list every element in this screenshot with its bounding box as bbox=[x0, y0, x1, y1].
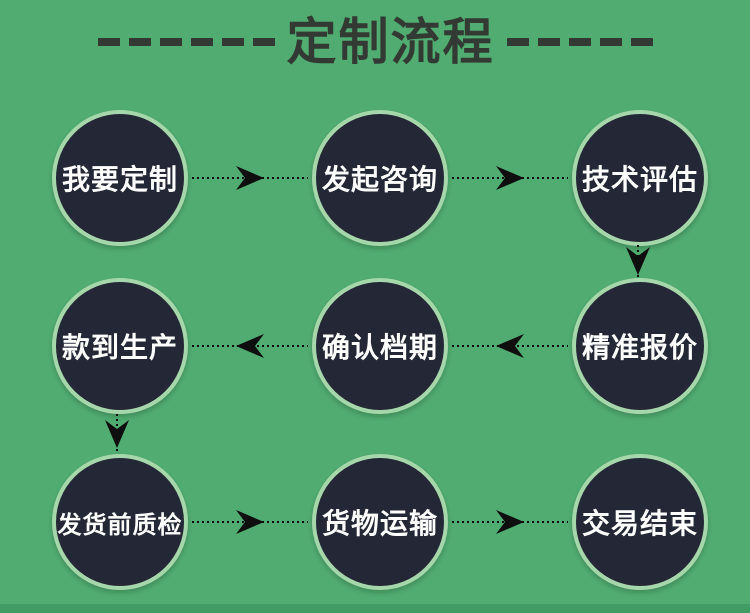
arrow-left-icon bbox=[496, 334, 524, 358]
arrow-step6-step7 bbox=[102, 414, 132, 454]
flow-step-2-label: 发起咨询 bbox=[321, 164, 438, 195]
bottom-edge-strip bbox=[0, 604, 750, 613]
flow-step-6: 款到生产 bbox=[52, 278, 188, 414]
flow-step-8-label: 货物运输 bbox=[321, 508, 438, 539]
arrow-right-icon bbox=[236, 510, 264, 534]
arrow-step8-step9 bbox=[450, 507, 570, 537]
flow-step-5-label: 确认档期 bbox=[321, 332, 438, 363]
title-dash bbox=[97, 38, 120, 46]
flow-step-4-label: 精准报价 bbox=[581, 332, 698, 363]
flow-step-2: 发起咨询 bbox=[312, 110, 448, 246]
arrow-down-icon bbox=[105, 420, 129, 448]
arrow-right-icon bbox=[496, 510, 524, 534]
flow-step-9: 交易结束 bbox=[572, 454, 708, 590]
arrow-right-icon bbox=[236, 166, 264, 190]
flow-step-7-label: 发货前质检 bbox=[57, 511, 183, 539]
title-dashes-left bbox=[97, 38, 275, 46]
arrow-step1-step2 bbox=[190, 163, 310, 193]
title-dash bbox=[506, 38, 529, 46]
flow-step-1: 我要定制 bbox=[52, 110, 188, 246]
flow-step-9-label: 交易结束 bbox=[581, 508, 698, 539]
title-dash bbox=[128, 38, 151, 46]
arrow-step2-step3 bbox=[450, 163, 570, 193]
title-dash bbox=[252, 38, 275, 46]
flow-step-6-label: 款到生产 bbox=[61, 332, 178, 363]
title-dash bbox=[599, 38, 622, 46]
arrow-left-icon bbox=[236, 334, 264, 358]
flow-step-3: 技术评估 bbox=[572, 110, 708, 246]
arrow-down-icon bbox=[626, 247, 650, 275]
title-dash bbox=[630, 38, 653, 46]
title-dash bbox=[568, 38, 591, 46]
title-dash bbox=[537, 38, 560, 46]
title-dash bbox=[221, 38, 244, 46]
flow-step-3-label: 技术评估 bbox=[581, 164, 698, 195]
arrow-step7-step8 bbox=[190, 507, 310, 537]
title-dash bbox=[190, 38, 213, 46]
arrow-step4-step5 bbox=[450, 331, 570, 361]
title-text: 定制流程 bbox=[286, 14, 495, 70]
flow-step-4: 精准报价 bbox=[572, 278, 708, 414]
arrow-step5-step6 bbox=[190, 331, 310, 361]
flow-step-5: 确认档期 bbox=[312, 278, 448, 414]
title-dash bbox=[159, 38, 182, 46]
flow-step-8: 货物运输 bbox=[312, 454, 448, 590]
flow-step-1-label: 我要定制 bbox=[61, 164, 178, 195]
flow-step-7: 发货前质检 bbox=[52, 454, 188, 590]
title-dashes-right bbox=[506, 38, 653, 46]
arrow-right-icon bbox=[496, 166, 524, 190]
arrow-step3-step4 bbox=[623, 245, 653, 277]
page-title: 定制流程 bbox=[0, 14, 750, 70]
